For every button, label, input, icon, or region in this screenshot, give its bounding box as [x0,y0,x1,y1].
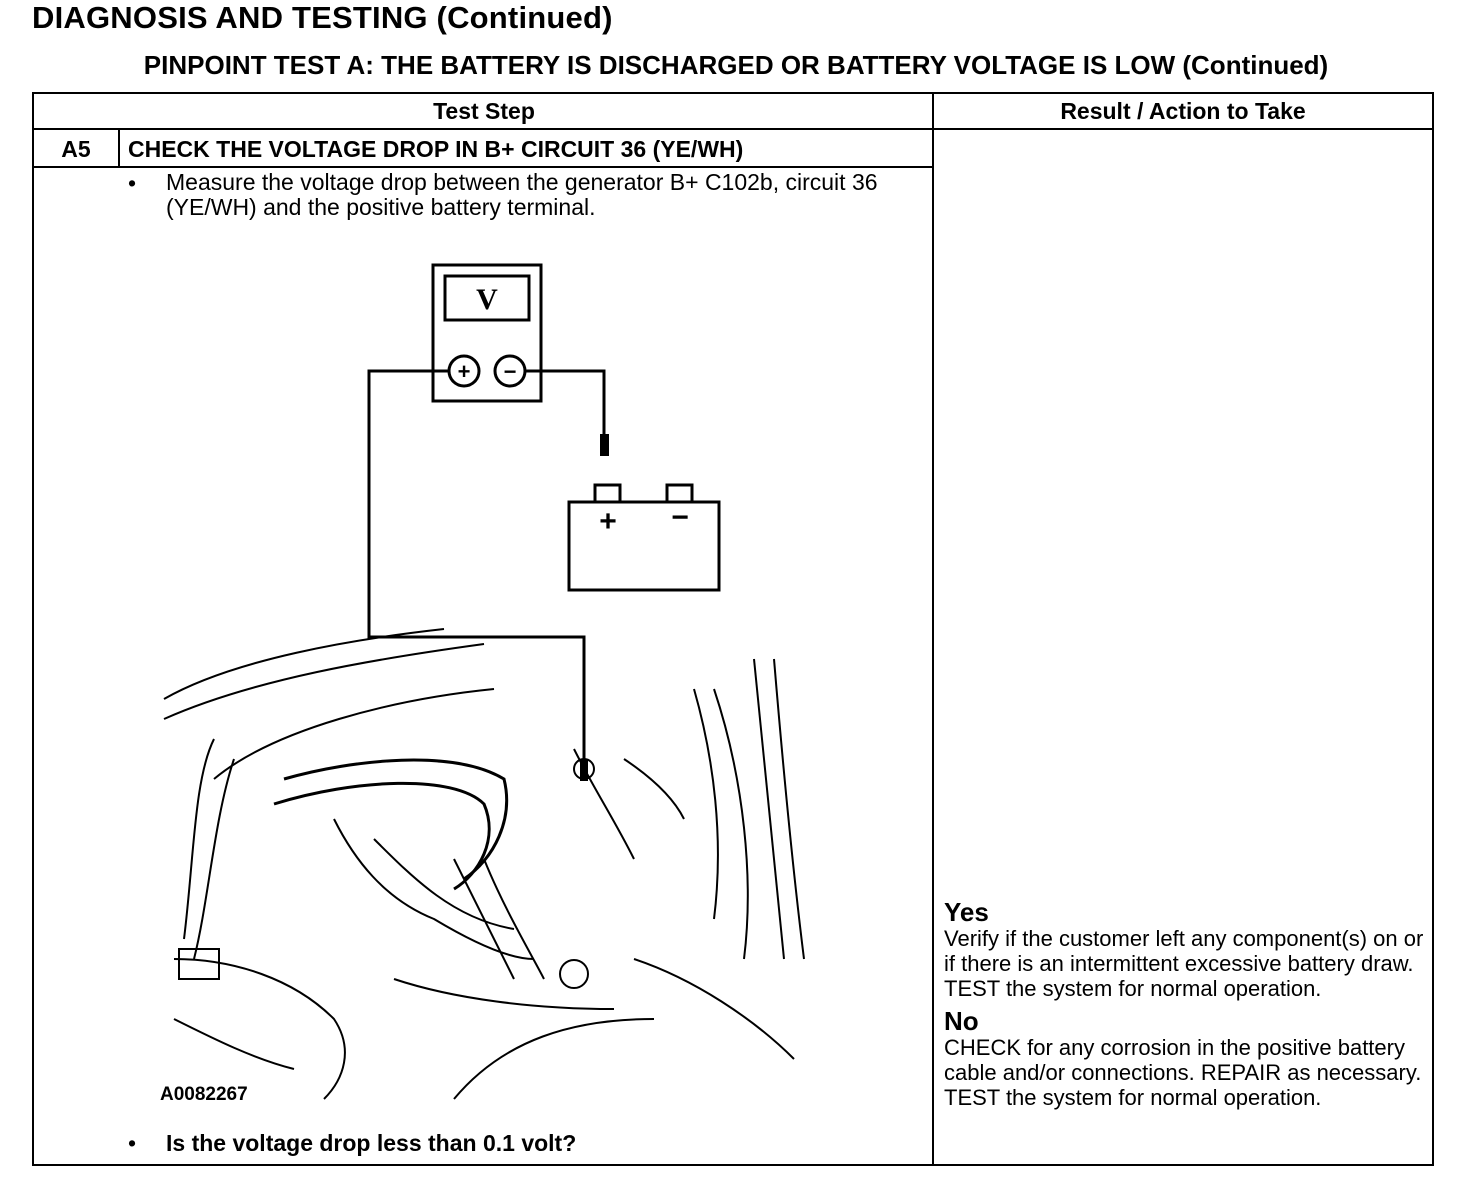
voltmeter-icon [431,263,543,403]
battery-icon [567,500,721,592]
step-id-divider [118,130,120,168]
meter-minus: − [504,359,517,384]
battery-plus: + [599,505,617,538]
step-instruction: Measure the voltage drop between the gen… [166,169,878,220]
section-title: DIAGNOSIS AND TESTING (Continued) [32,0,613,35]
step-row-divider [34,166,934,168]
figure-id: A0082267 [160,1084,248,1105]
no-label: No [944,1006,979,1036]
bullet: • [128,1130,137,1156]
step-question: Is the voltage drop less than 0.1 volt? [166,1130,577,1156]
no-text: CHECK for any corrosion in the positive … [944,1035,1422,1110]
battery-minus: − [671,501,689,534]
column-divider [932,94,934,1164]
pinpoint-test-title: PINPOINT TEST A: THE BATTERY IS DISCHARG… [143,50,1329,80]
header-result: Result / Action to Take [934,94,1432,130]
yes-text: Verify if the customer left any componen… [944,926,1424,1001]
step-id: A5 [61,135,91,162]
meter-plus: + [458,359,471,384]
header-test-step: Test Step [34,94,934,130]
test-table: Test Step Result / Action to Take A5 CHE… [32,92,1434,1166]
meter-label: V [476,283,498,316]
voltage-drop-diagram: V + − + − [163,263,805,1100]
step-title: CHECK THE VOLTAGE DROP IN B+ CIRCUIT 36 … [128,135,744,162]
bullet: • [128,170,137,196]
result-block: Yes Verify if the customer left any comp… [944,898,1430,1116]
yes-label: Yes [944,897,989,927]
